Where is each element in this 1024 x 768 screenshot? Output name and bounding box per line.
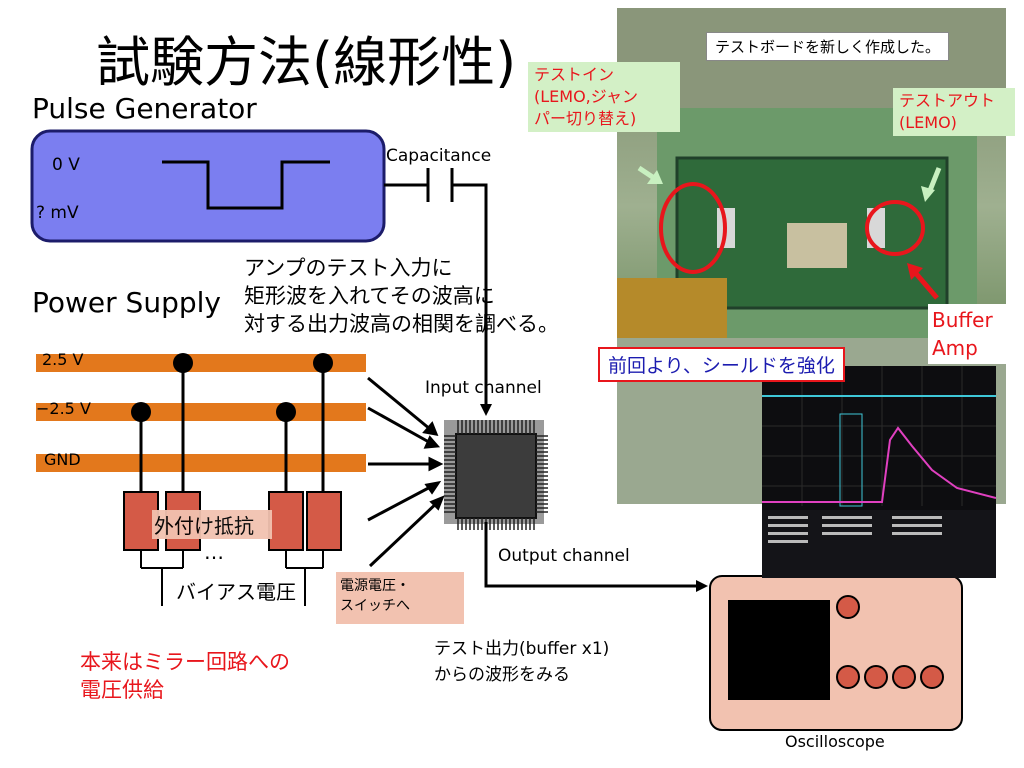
pulse-waveform xyxy=(162,160,330,210)
scope-output-trace xyxy=(762,426,997,503)
junction-dot xyxy=(276,402,296,422)
input-arrowhead xyxy=(480,404,492,416)
ellipsis: … xyxy=(204,540,224,564)
junction-dot xyxy=(131,402,151,422)
resistor xyxy=(306,491,342,551)
resistor xyxy=(268,491,304,551)
output-wire xyxy=(484,522,700,588)
pulse-level-high: 0 V xyxy=(52,155,80,175)
bias-voltage-label: バイアス電圧 xyxy=(176,580,296,604)
test-in-highlight xyxy=(659,182,727,274)
asic-chip xyxy=(444,420,544,524)
oscilloscope-knob xyxy=(836,665,860,689)
rail-2p5v xyxy=(36,354,366,372)
scope-gate-box xyxy=(839,413,863,507)
description-text: アンプのテスト入力に 矩形波を入れてその波高に 対する出力波高の相関を調べる。 xyxy=(244,256,559,336)
external-resistor-label: 外付け抵抗 xyxy=(152,510,272,539)
page-title: 試験方法(線形性) xyxy=(96,31,517,94)
output-arrowhead xyxy=(696,580,708,592)
pulse-generator-label: Pulse Generator xyxy=(32,92,257,125)
output-channel-label: Output channel xyxy=(498,546,630,566)
test-in-label: テストイン (LEMO,ジャン パー切り替え) xyxy=(528,62,680,132)
rail-label-minus-2p5v: −2.5 V xyxy=(36,399,91,418)
buffer-amp-label: Buffer Amp xyxy=(928,304,1014,364)
rail-label-gnd: GND xyxy=(44,450,81,469)
input-arrows xyxy=(367,376,445,568)
pulse-level-low: ? mV xyxy=(36,203,79,223)
oscilloscope-knob xyxy=(836,595,860,619)
junction-dot xyxy=(173,353,193,373)
test-out-highlight xyxy=(865,200,925,256)
oscilloscope-knob xyxy=(920,665,944,689)
rail-label-2p5v: 2.5 V xyxy=(42,350,84,369)
photo-caption: テストボードを新しく作成した。 xyxy=(706,32,950,61)
buffer-amp-arrow xyxy=(911,268,939,300)
junction-dot xyxy=(313,353,333,373)
power-supply-label: Power Supply xyxy=(32,286,221,319)
shield-note: 前回より、シールドを強化 xyxy=(598,347,845,382)
scope-trace-illustration xyxy=(762,366,997,578)
test-output-note: テスト出力(buffer x1) からの波形をみる xyxy=(434,639,610,685)
oscilloscope-knob xyxy=(892,665,916,689)
test-out-label: テストアウト (LEMO) xyxy=(893,88,1015,136)
input-channel-label: Input channel xyxy=(425,378,542,398)
capacitance-label: Capacitance xyxy=(386,146,492,166)
chip-pins xyxy=(444,420,548,530)
rail-gnd xyxy=(36,454,366,472)
scope-screenshot xyxy=(762,366,997,578)
oscilloscope-label: Oscilloscope xyxy=(785,732,885,751)
oscilloscope-knob xyxy=(864,665,888,689)
oscilloscope-screen xyxy=(728,600,830,700)
input-wire xyxy=(452,183,488,408)
mirror-circuit-note: 本来はミラー回路への 電圧供給 xyxy=(80,650,290,702)
power-switch-note: 電源電圧・ スイッチへ xyxy=(336,572,464,624)
